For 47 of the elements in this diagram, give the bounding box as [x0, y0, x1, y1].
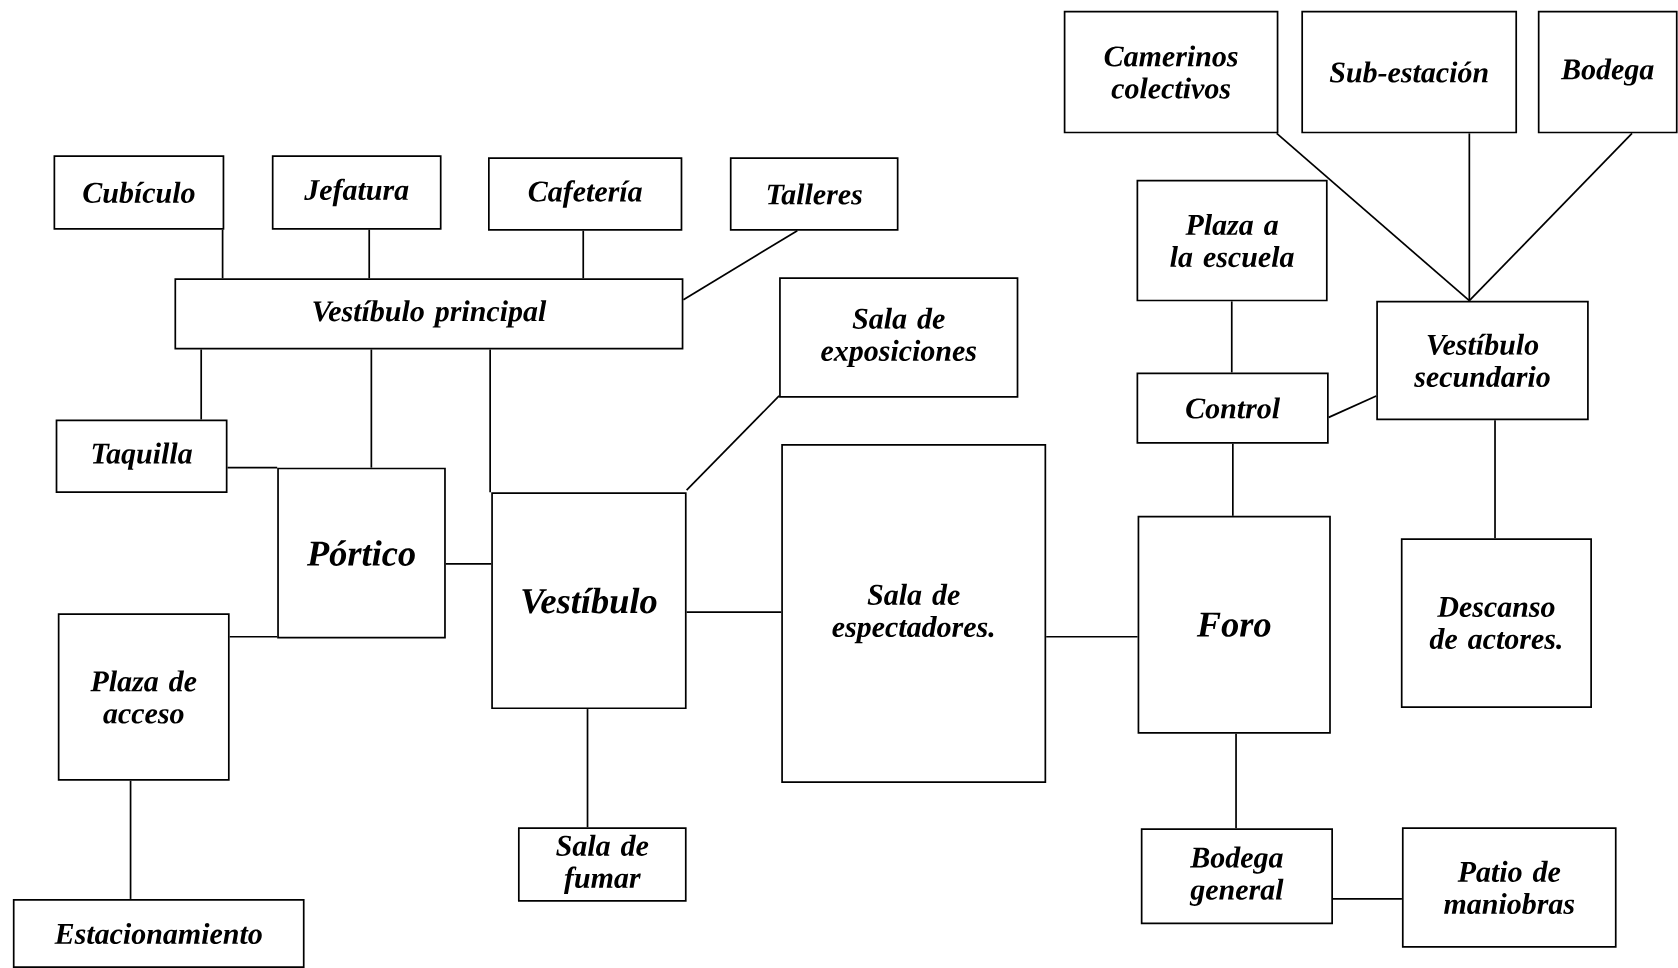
room-box: Cafetería [488, 157, 683, 231]
room-box: Estacionamiento [12, 898, 305, 968]
room-box: Foro [1137, 515, 1331, 734]
room-box: Talleres [729, 157, 899, 231]
connector-line [129, 779, 132, 900]
room-box: Sala de exposiciones [779, 276, 1019, 398]
connector-line [1275, 132, 1471, 302]
connector-line [1332, 897, 1403, 900]
connector-line [1235, 732, 1237, 829]
connector-line [368, 228, 371, 279]
connector-line [1231, 442, 1234, 517]
connector-line [1468, 132, 1633, 302]
room-box: Control [1136, 372, 1329, 444]
connector-line [685, 394, 780, 491]
room-box: Plaza de acceso [57, 612, 230, 781]
room-box: Sub-estación [1301, 10, 1518, 134]
connector-line [221, 228, 224, 279]
connector-line [226, 466, 279, 469]
connector-line [682, 229, 799, 301]
connector-line [228, 635, 279, 638]
connector-line [200, 348, 203, 421]
connector-line [586, 708, 589, 828]
room-box: Vestíbulo secundario [1376, 300, 1589, 420]
room-box: Cubículo [53, 154, 225, 230]
connector-line [489, 348, 491, 493]
room-box: Descanso de actores. [1400, 538, 1592, 708]
room-box: Pórtico [277, 467, 446, 639]
room-box: Taquilla [55, 419, 228, 493]
room-box: Camerinos colectivos [1063, 10, 1279, 134]
room-box: Vestíbulo principal [174, 278, 684, 350]
room-box: Bodega general [1140, 828, 1333, 924]
connector-line [582, 229, 585, 279]
connector-line [370, 348, 373, 469]
room-box: Patio de maniobras [1401, 827, 1617, 948]
room-box: Sala de espectadores. [781, 443, 1047, 783]
room-box: Plaza a la escuela [1136, 179, 1328, 302]
connector-line [1494, 419, 1496, 539]
connector-line [1468, 132, 1471, 302]
connector-line [1230, 300, 1233, 374]
connector-line [1045, 635, 1139, 638]
room-box: Bodega [1537, 10, 1678, 134]
connector-line [1327, 394, 1378, 418]
connector-line [444, 562, 493, 565]
room-box: Jefatura [271, 154, 442, 230]
room-box: Vestíbulo [491, 492, 687, 709]
room-box: Sala de fumar [517, 827, 687, 902]
connector-line [685, 611, 783, 613]
